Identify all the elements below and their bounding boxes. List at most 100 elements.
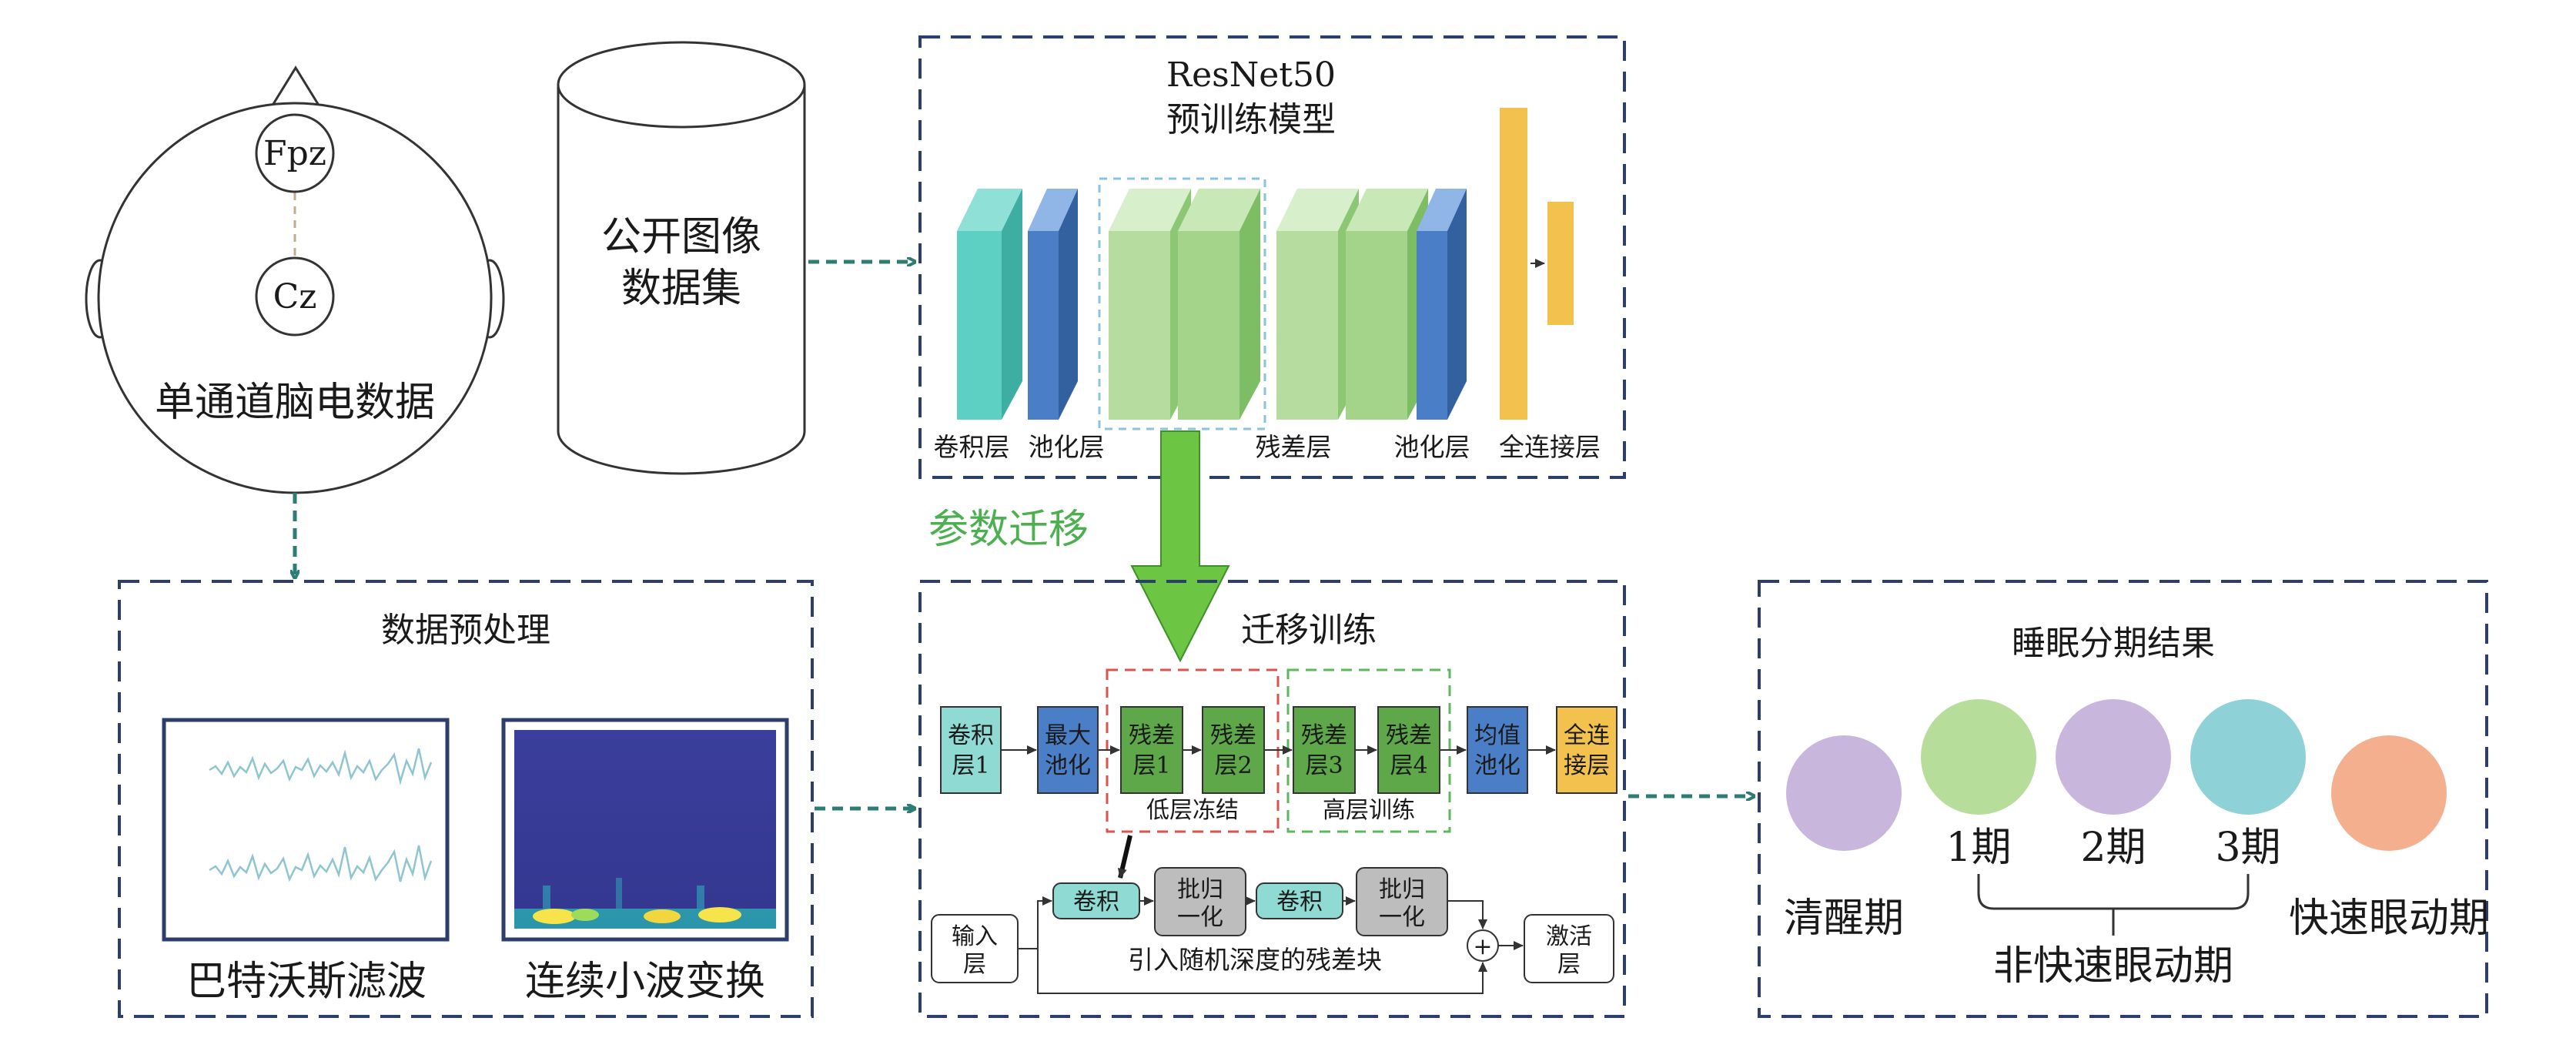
head-nose [272, 65, 319, 105]
electrode-fpz [255, 113, 335, 193]
block-res4-line2: 层4 [1390, 752, 1427, 779]
res-bn-1-line1: 批归 [1177, 876, 1223, 903]
block-maxpool-line2: 池化 [1045, 752, 1091, 779]
training-title: 迁移训练 [1241, 611, 1377, 650]
frozen-label: 低层冻结 [1146, 797, 1239, 824]
spectrogram [514, 730, 776, 929]
preprocess-title: 数据预处理 [381, 611, 550, 650]
block-conv1-line2: 层1 [952, 752, 989, 779]
results-box [1758, 580, 2488, 1018]
transfer-arrow [1130, 430, 1230, 663]
residual-caption: 引入随机深度的残差块 [1128, 945, 1382, 975]
res-activation-line2: 层 [1557, 951, 1581, 978]
resnet-label-pool2: 池化层 [1394, 432, 1470, 462]
block-res2 [1202, 706, 1265, 794]
block-avgpool [1467, 706, 1528, 794]
resnet-label-fc: 全连接层 [1499, 432, 1601, 462]
res-bn-2-line1: 批归 [1379, 876, 1425, 903]
block-res1 [1120, 706, 1183, 794]
rem-label: 快速眼动期 [2289, 896, 2489, 942]
butterworth-panel [162, 718, 450, 942]
resnet-res-layer-2 [1178, 231, 1239, 420]
resnet-label-conv: 卷积层 [934, 432, 1010, 462]
resnet-label-pool1: 池化层 [1029, 432, 1105, 462]
electrode-cz [255, 256, 335, 336]
res-activation-line1: 激活 [1546, 923, 1592, 950]
res-conv-1-label: 卷积 [1073, 889, 1119, 916]
transfer-label: 参数迁移 [928, 507, 1089, 553]
circle-stage1 [1921, 699, 2036, 815]
electrode-cz-label: Cz [273, 277, 317, 316]
res-bn-2-line2: 一化 [1379, 904, 1425, 931]
resnet-conv-layer [957, 231, 1002, 420]
dataset-cylinder: 公开图像 数据集 [557, 41, 806, 475]
eeg-head-group: Fpz Cz 单通道脑电数据 [85, 65, 505, 494]
eeg-waveform-2 [209, 845, 433, 882]
results-title: 睡眠分期结果 [2012, 624, 2215, 663]
stage1-label: 1期 [1945, 825, 2011, 871]
cylinder-body [557, 85, 806, 475]
pointer-stroke [1117, 835, 1132, 879]
resnet-label-res: 残差层 [1256, 432, 1332, 462]
stage3-label: 3期 [2215, 825, 2280, 871]
res-bn-1-line2: 一化 [1177, 904, 1223, 931]
dataset-label-line2: 数据集 [621, 266, 741, 312]
resnet-res-layer-4 [1346, 231, 1407, 420]
spectrogram-hotspots [514, 878, 776, 929]
block-res1-line2: 层1 [1132, 752, 1170, 779]
block-fc-line1: 全连 [1564, 722, 1610, 749]
block-res1-line1: 残差 [1129, 722, 1175, 749]
butterworth-caption: 巴特沃斯滤波 [186, 959, 427, 1005]
block-res3-line1: 残差 [1301, 722, 1347, 749]
residual-block-detail [931, 835, 1614, 994]
res-conv-2-label: 卷积 [1276, 889, 1323, 916]
cylinder-top [557, 41, 806, 129]
block-res4 [1377, 706, 1440, 794]
block-res3-line2: 层3 [1305, 752, 1343, 779]
block-maxpool-line1: 最大 [1045, 722, 1091, 749]
eeg-title: 单通道脑电数据 [155, 380, 435, 426]
resnet-res-layer-3 [1276, 231, 1338, 420]
dataset-label-line1: 公开图像 [601, 214, 761, 260]
circle-stage2 [2056, 699, 2171, 815]
res-input-line2: 层 [963, 951, 986, 978]
highlevel-region [1286, 668, 1451, 833]
res-activation-layer [1524, 914, 1614, 983]
wake-label: 清醒期 [1784, 896, 1904, 942]
resnet-title-line2: 预训练模型 [1166, 100, 1336, 139]
resnet-pool-layer-1 [1028, 231, 1059, 420]
preprocess-box [118, 580, 814, 1018]
res-add-symbol: + [1473, 933, 1492, 960]
nrem-label: 非快速眼动期 [1993, 943, 2233, 989]
block-fc [1556, 706, 1618, 794]
block-conv1 [940, 706, 1002, 794]
block-res4-line1: 残差 [1386, 722, 1432, 749]
resnet-layers [957, 108, 1574, 430]
cwt-caption: 连续小波变换 [525, 959, 765, 1005]
resnet-fc-layer-1 [1500, 108, 1527, 420]
block-avgpool-line1: 均值 [1474, 722, 1521, 749]
block-avgpool-line2: 池化 [1474, 752, 1521, 779]
block-fc-line2: 接层 [1564, 752, 1610, 779]
resnet-box [918, 35, 1626, 479]
electrode-fpz-label: Fpz [263, 134, 326, 173]
circle-rem [2331, 735, 2447, 851]
resnet-title-line1: ResNet50 [1166, 55, 1336, 95]
block-res2-line2: 层2 [1214, 752, 1252, 779]
resnet-pool-layer-2 [1417, 231, 1447, 420]
circle-stage3 [2190, 699, 2306, 815]
block-res2-line1: 残差 [1210, 722, 1256, 749]
highlevel-label: 高层训练 [1323, 797, 1415, 824]
block-conv1-line1: 卷积 [948, 722, 994, 749]
training-blocks [940, 706, 1618, 794]
eeg-waveform-1 [209, 748, 433, 785]
training-box [918, 580, 1626, 1018]
stage2-label: 2期 [2080, 825, 2146, 871]
block-maxpool [1037, 706, 1099, 794]
circle-wake [1786, 735, 1902, 851]
block-res3 [1293, 706, 1356, 794]
resnet-res-layer-1 [1109, 231, 1170, 420]
resnet-fc-layer-2 [1547, 202, 1574, 325]
nrem-bracket [1977, 874, 2250, 936]
